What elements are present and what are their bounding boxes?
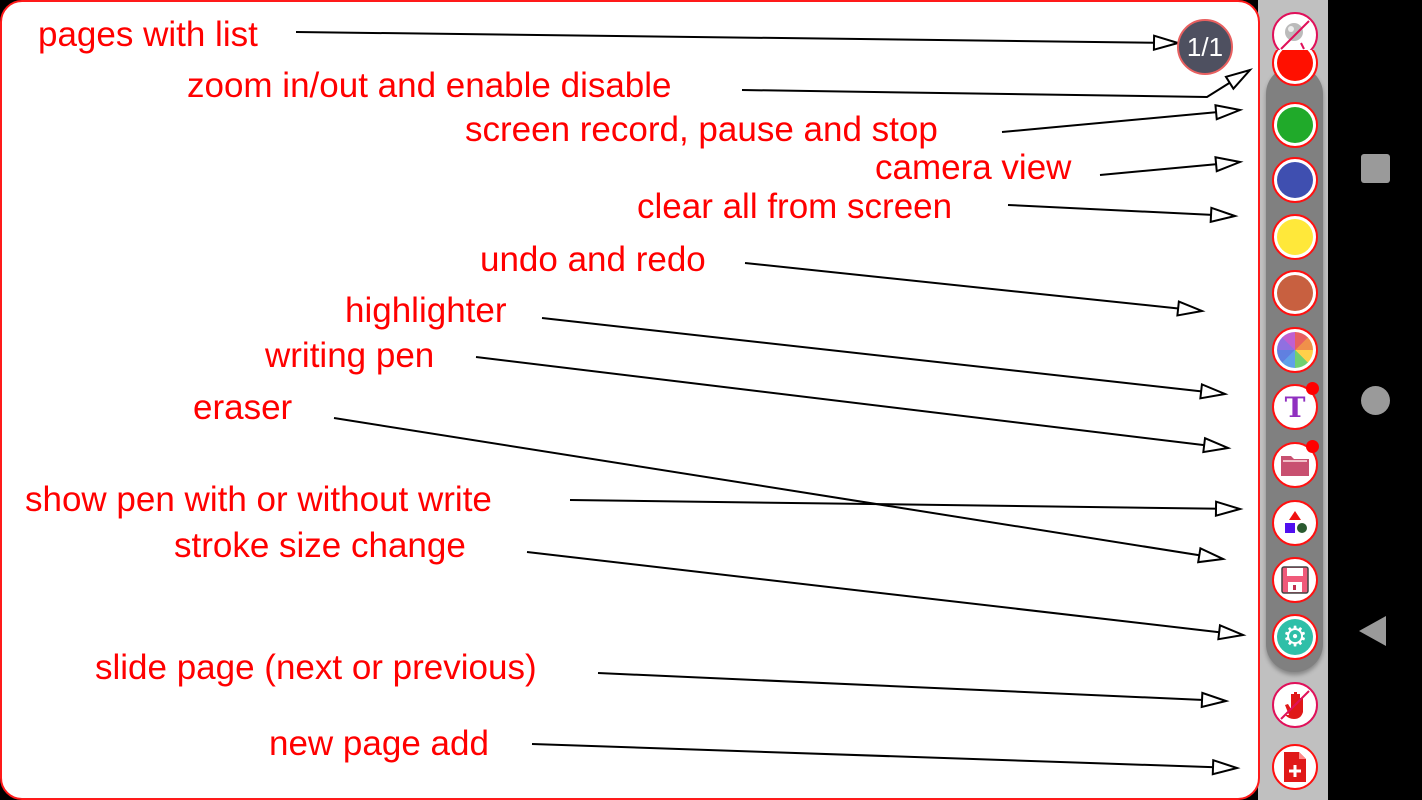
label-screen-record: screen record, pause and stop: [465, 110, 938, 149]
label-show-pen: show pen with or without write: [25, 480, 492, 519]
brown-color-swatch: [1277, 275, 1313, 311]
green-color-button[interactable]: [1272, 102, 1318, 148]
red-color-button[interactable]: [1272, 50, 1318, 86]
label-slide-page: slide page (next or previous): [95, 648, 537, 687]
shapes-icon: [1285, 511, 1307, 533]
color-palette-button[interactable]: [1272, 327, 1318, 373]
new-page-icon: [1284, 752, 1306, 782]
new-page-button[interactable]: [1272, 744, 1318, 790]
text-icon: T: [1284, 390, 1306, 424]
settings-icon: ⚙: [1277, 619, 1313, 655]
shapes-button[interactable]: [1272, 500, 1318, 546]
red-color-ring: [1272, 50, 1318, 86]
camera-off-icon: [1280, 20, 1310, 50]
label-highlighter: highlighter: [345, 291, 507, 330]
recent-apps-button[interactable]: [1361, 154, 1390, 183]
label-writing-pen: writing pen: [265, 336, 435, 375]
hand-off-button[interactable]: [1272, 682, 1318, 728]
label-eraser: eraser: [193, 388, 293, 427]
folder-icon: [1281, 456, 1309, 476]
folder-button[interactable]: [1272, 440, 1319, 488]
label-pages-with-list: pages with list: [38, 15, 258, 54]
blue-color-button[interactable]: [1272, 157, 1318, 203]
green-color-swatch: [1277, 107, 1313, 143]
save-button[interactable]: [1272, 557, 1318, 603]
hand-off-icon: [1280, 690, 1310, 720]
settings-button[interactable]: ⚙: [1272, 614, 1318, 660]
yellow-color-button[interactable]: [1272, 214, 1318, 260]
home-button[interactable]: [1361, 386, 1390, 415]
red-color-swatch: [1277, 50, 1313, 81]
brown-color-button[interactable]: [1272, 270, 1318, 316]
yellow-color-swatch: [1277, 219, 1313, 255]
label-clear-all: clear all from screen: [637, 187, 953, 226]
back-button[interactable]: [1358, 614, 1388, 648]
color-palette-icon: [1277, 332, 1313, 368]
blue-color-swatch: [1277, 162, 1313, 198]
label-camera-view: camera view: [875, 148, 1072, 187]
label-zoom: zoom in/out and enable disable: [187, 66, 672, 105]
label-stroke-size: stroke size change: [174, 526, 466, 565]
notification-dot: [1306, 440, 1319, 453]
text-tool-button[interactable]: T: [1272, 382, 1319, 430]
label-new-page-add: new page add: [269, 724, 489, 763]
notification-dot: [1306, 382, 1319, 395]
label-undo-redo: undo and redo: [480, 240, 706, 279]
save-icon: [1281, 566, 1309, 594]
page-indicator-button[interactable]: 1/1: [1177, 19, 1233, 75]
